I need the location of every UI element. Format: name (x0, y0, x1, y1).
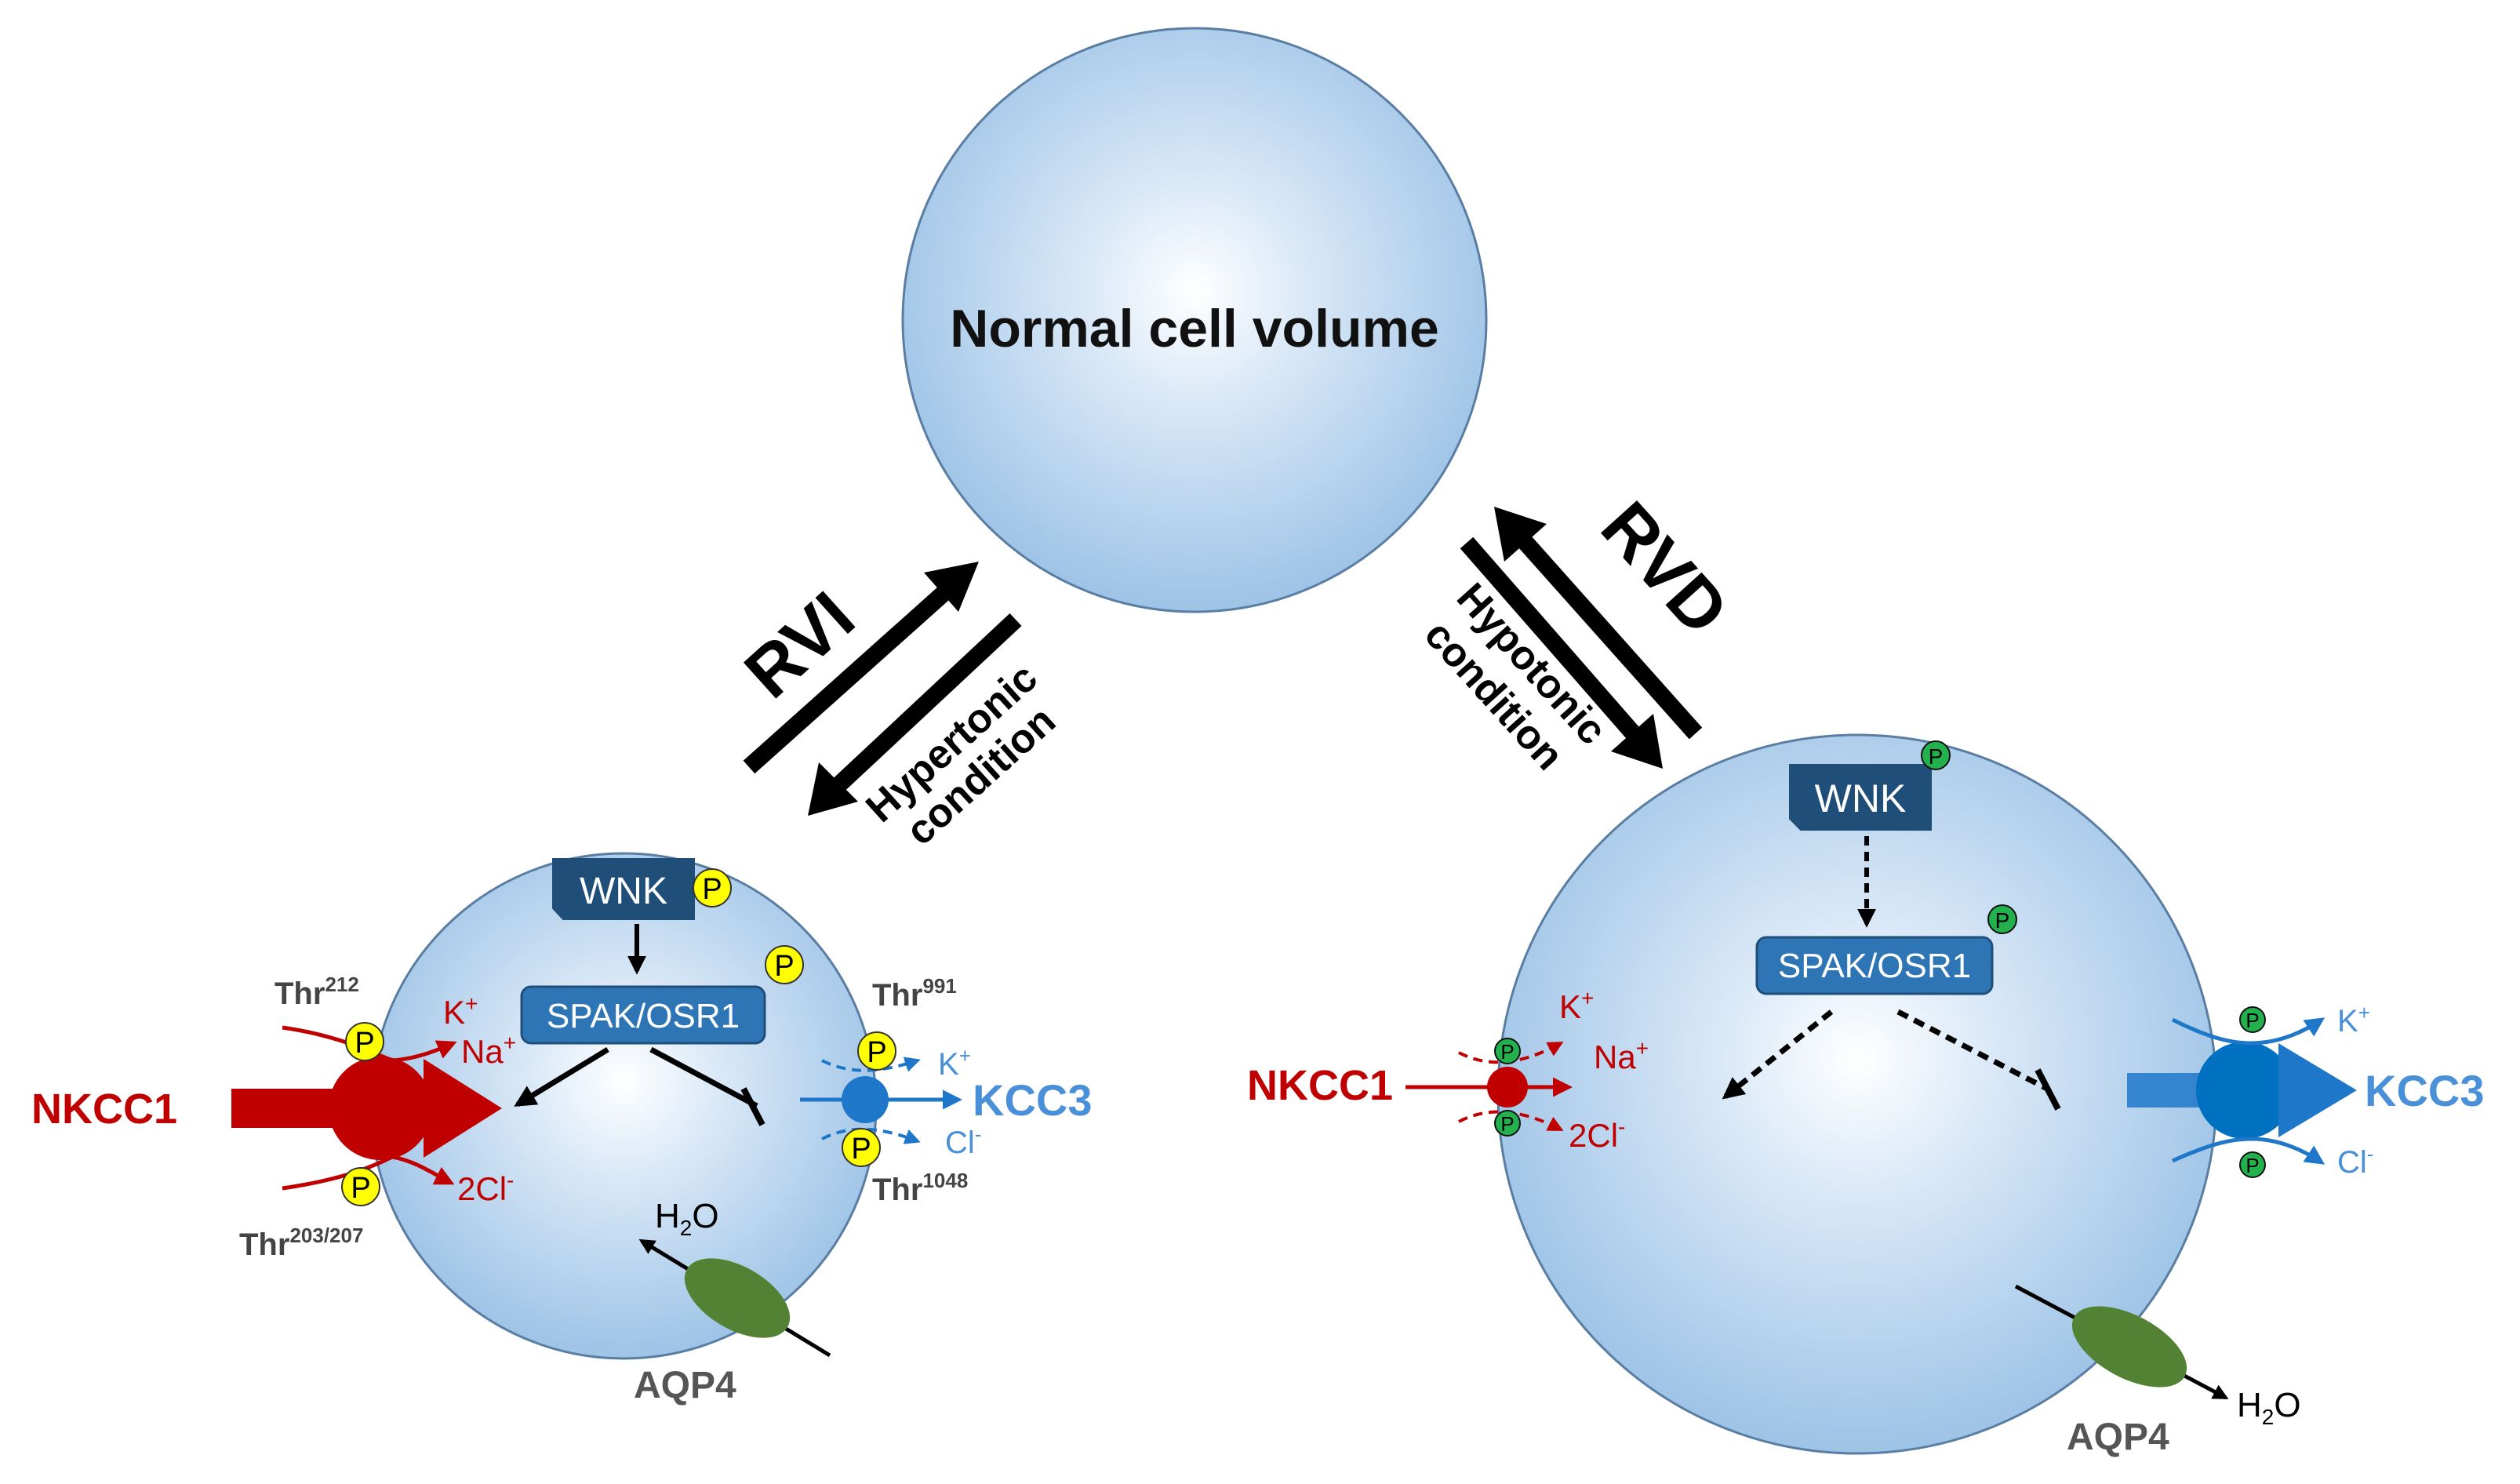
rvd-transition: RVD Hypotonic condition (1416, 487, 1744, 778)
hypertonic-down-arrowhead (808, 762, 858, 816)
left-aqp4-channel (684, 1258, 791, 1338)
left-thr-top-label: Thr212 (275, 973, 359, 1011)
left-kcc3-label: KCC3 (973, 1075, 1092, 1125)
left-k-na-flow-arrow (282, 1025, 457, 1063)
left-thr-kcc-bottom-label: Thr1048 (872, 1169, 968, 1207)
left-h2o-label: H2O (655, 1197, 719, 1240)
right-wnk-phospho-icon (1921, 740, 1951, 770)
right-nkcc1-transporter (1487, 1067, 1528, 1108)
left-spak-phospho-label: P (774, 950, 794, 983)
rvi-transition: RVI Hypertonic condition (730, 562, 1064, 854)
right-h2o-label: H2O (2237, 1386, 2301, 1429)
hypotonic-down-arrow-shaft (1460, 536, 1642, 742)
left-nkcc1-label: NKCC1 (31, 1086, 177, 1133)
left-spak-phospho-icon (765, 945, 804, 984)
normal-cell: Normal cell volume (901, 27, 1488, 613)
right-spak-inhibit-kcc3-line (1896, 1009, 2049, 1092)
left-kcc3-top-phospho-label: P (867, 1036, 886, 1069)
left-wnk-label: WNK (580, 871, 667, 912)
right-kcc3-cl-flow (2171, 1137, 2325, 1165)
right-wnk-label: WNK (1815, 777, 1907, 820)
left-nkcc1-arrowhead (424, 1059, 502, 1158)
right-kcc3-k-flow (2171, 1017, 2325, 1046)
right-kcc3-bottom-phospho-icon (2239, 1151, 2266, 1178)
left-wnk-box (552, 858, 695, 920)
hypertonic-down-arrow-shaft (831, 613, 1022, 793)
left-spak-label: SPAK/OSR1 (547, 997, 740, 1035)
left-thr-kcc-top-label: Thr991 (872, 974, 957, 1013)
right-nkcc1-label: NKCC1 (1247, 1062, 1393, 1109)
left-spak-box (520, 985, 766, 1045)
right-aqp4-channel (2071, 1306, 2187, 1388)
right-spak-phospho-label: P (1995, 908, 2010, 933)
left-thr-bottom-label: Thr203/207 (239, 1224, 363, 1262)
left-kcc3-bottom-phospho-icon (842, 1128, 881, 1167)
right-cell: WNK P SPAK/OSR1 P NKCC1 P P K+ Na+ 2Cl- … (1247, 733, 2484, 1458)
left-kcc3-top-phospho-icon (857, 1031, 896, 1071)
left-nkcc1-top-phospho-icon (345, 1022, 384, 1061)
left-nkcc1-arrow-shaft (231, 1089, 333, 1128)
left-inhibit-bar (740, 1087, 765, 1126)
right-spak-activate-nkcc1-arrow (1722, 1009, 1834, 1100)
right-spak-phospho-icon (1987, 904, 2017, 934)
right-kcc3-arrowhead (2278, 1043, 2357, 1137)
left-nkcc1-top-phospho-label: P (355, 1027, 374, 1060)
left-na-label: Na+ (461, 1031, 516, 1070)
right-kcc-cl-label: Cl- (2337, 1142, 2373, 1180)
left-wnk-phospho-label: P (702, 873, 722, 906)
left-kcc3-cl-flow (821, 1127, 921, 1144)
rvi-up-arrowhead (924, 562, 979, 612)
right-k-label: K+ (1559, 986, 1594, 1025)
right-kcc3-top-phospho-label: P (2245, 1009, 2259, 1032)
right-nkcc1-top-phospho-icon (1494, 1038, 1521, 1064)
left-kcc3-k-flow (821, 1057, 921, 1072)
right-na-label: Na+ (1594, 1036, 1649, 1075)
right-cl-label: 2Cl- (1569, 1115, 1625, 1154)
left-aqp4-label: AQP4 (634, 1365, 736, 1406)
right-aqp4-label: AQP4 (2067, 1417, 2169, 1458)
rvi-label: RVI (730, 577, 869, 714)
right-kcc-k-label: K+ (2337, 1001, 2370, 1038)
left-nkcc1-bottom-phospho-icon (341, 1167, 380, 1206)
left-nkcc1-bottom-phospho-label: P (351, 1172, 370, 1205)
left-kcc-k-label: K+ (938, 1044, 971, 1082)
left-kcc-cl-label: Cl- (945, 1122, 981, 1160)
hypotonic-down-arrowhead (1611, 714, 1663, 769)
right-wnk-phospho-label: P (1929, 744, 1944, 769)
right-nkcc1-top-phospho-label: P (1500, 1040, 1514, 1064)
normal-cell-body (901, 27, 1488, 613)
right-kcc3-bottom-phospho-label: P (2245, 1154, 2259, 1177)
left-nkcc1-transporter (329, 1057, 432, 1160)
rvd-up-arrowhead (1494, 507, 1547, 562)
left-spak-activate-nkcc1-arrow (514, 1047, 609, 1107)
right-wnk-box (1789, 764, 1932, 831)
left-k-label: K+ (443, 991, 478, 1031)
right-nkcc1-bottom-phospho-icon (1494, 1110, 1521, 1137)
left-kcc3-bottom-phospho-label: P (851, 1133, 871, 1166)
right-nkcc1-bottom-phospho-label: P (1500, 1112, 1514, 1136)
left-cl-flow-arrow (282, 1155, 455, 1191)
right-kcc3-transporter (2196, 1042, 2293, 1139)
right-kcc3-top-phospho-icon (2239, 1006, 2266, 1033)
left-spak-inhibit-kcc3-line (649, 1046, 758, 1109)
right-inhibit-bar (2035, 1068, 2061, 1111)
left-cl-label: 2Cl- (457, 1168, 514, 1207)
rvi-up-arrow-shaft (743, 583, 954, 774)
right-spak-box (1755, 936, 1994, 995)
right-kcc3-label: KCC3 (2365, 1066, 2484, 1115)
right-spak-label: SPAK/OSR1 (1778, 947, 1971, 985)
normal-cell-label: Normal cell volume (950, 299, 1439, 358)
rvd-up-arrow-shaft (1515, 532, 1703, 740)
left-wnk-phospho-icon (693, 868, 732, 907)
left-cell: WNK P SPAK/OSR1 P NKCC1 P P Thr212 Thr20… (31, 852, 1092, 1406)
